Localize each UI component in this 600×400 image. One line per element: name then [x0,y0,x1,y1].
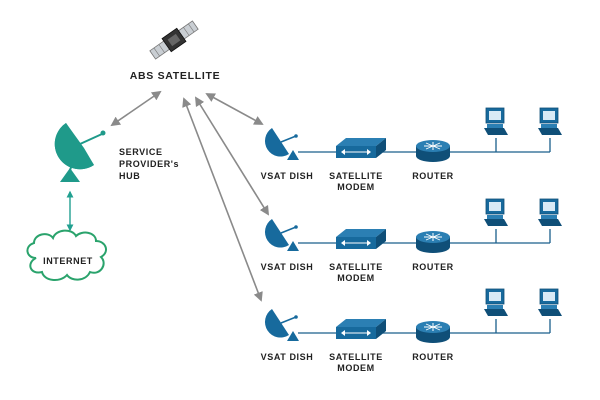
hub-label-line-2: PROVIDER's [119,159,179,169]
link-arrow-site-2 [194,96,270,216]
hub-dish-icon [54,123,106,182]
vsat-dish-label: VSAT DISH [261,352,314,362]
vsat-dish-label: VSAT DISH [261,262,314,272]
internet-label: INTERNET [43,256,93,266]
hub-label-line-3: HUB [119,171,140,181]
satellite-modem-icon [336,319,386,339]
satellite-label: ABS SATELLITE [130,70,221,82]
computer-icon [484,288,508,316]
vsat-dish-icon [264,309,299,341]
router-icon [416,321,450,343]
satellite-modem-label-line-1: SATELLITE [329,262,383,272]
satellite-modem-icon [336,229,386,249]
link-arrow-hub [110,90,162,127]
hub-label-line-1: SERVICE [119,147,163,157]
router-label: ROUTER [412,352,454,362]
computer-icon [484,107,508,135]
link-arrow-site-3 [182,97,263,302]
router-icon [416,231,450,253]
link-arrow-site-1 [205,93,264,125]
satellite-modem-label-line-1: SATELLITE [329,352,383,362]
vsat-dish-icon [264,219,299,251]
satellite-modem-label-line-2: MODEM [337,363,375,373]
satellite-modem-label-line-2: MODEM [337,273,375,283]
satellite-icon [149,20,199,60]
vsat-dish-label: VSAT DISH [261,171,314,181]
satellite-modem-label-line-2: MODEM [337,182,375,192]
computer-icon [538,198,562,226]
router-label: ROUTER [412,262,454,272]
satellite-modem-icon [336,138,386,158]
computer-icon [538,288,562,316]
cloud-icon [26,229,107,281]
satellite-modem-label-line-1: SATELLITE [329,171,383,181]
computer-icon [484,198,508,226]
computer-icon [538,107,562,135]
router-label: ROUTER [412,171,454,181]
vsat-dish-icon [264,128,299,160]
router-icon [416,140,450,162]
